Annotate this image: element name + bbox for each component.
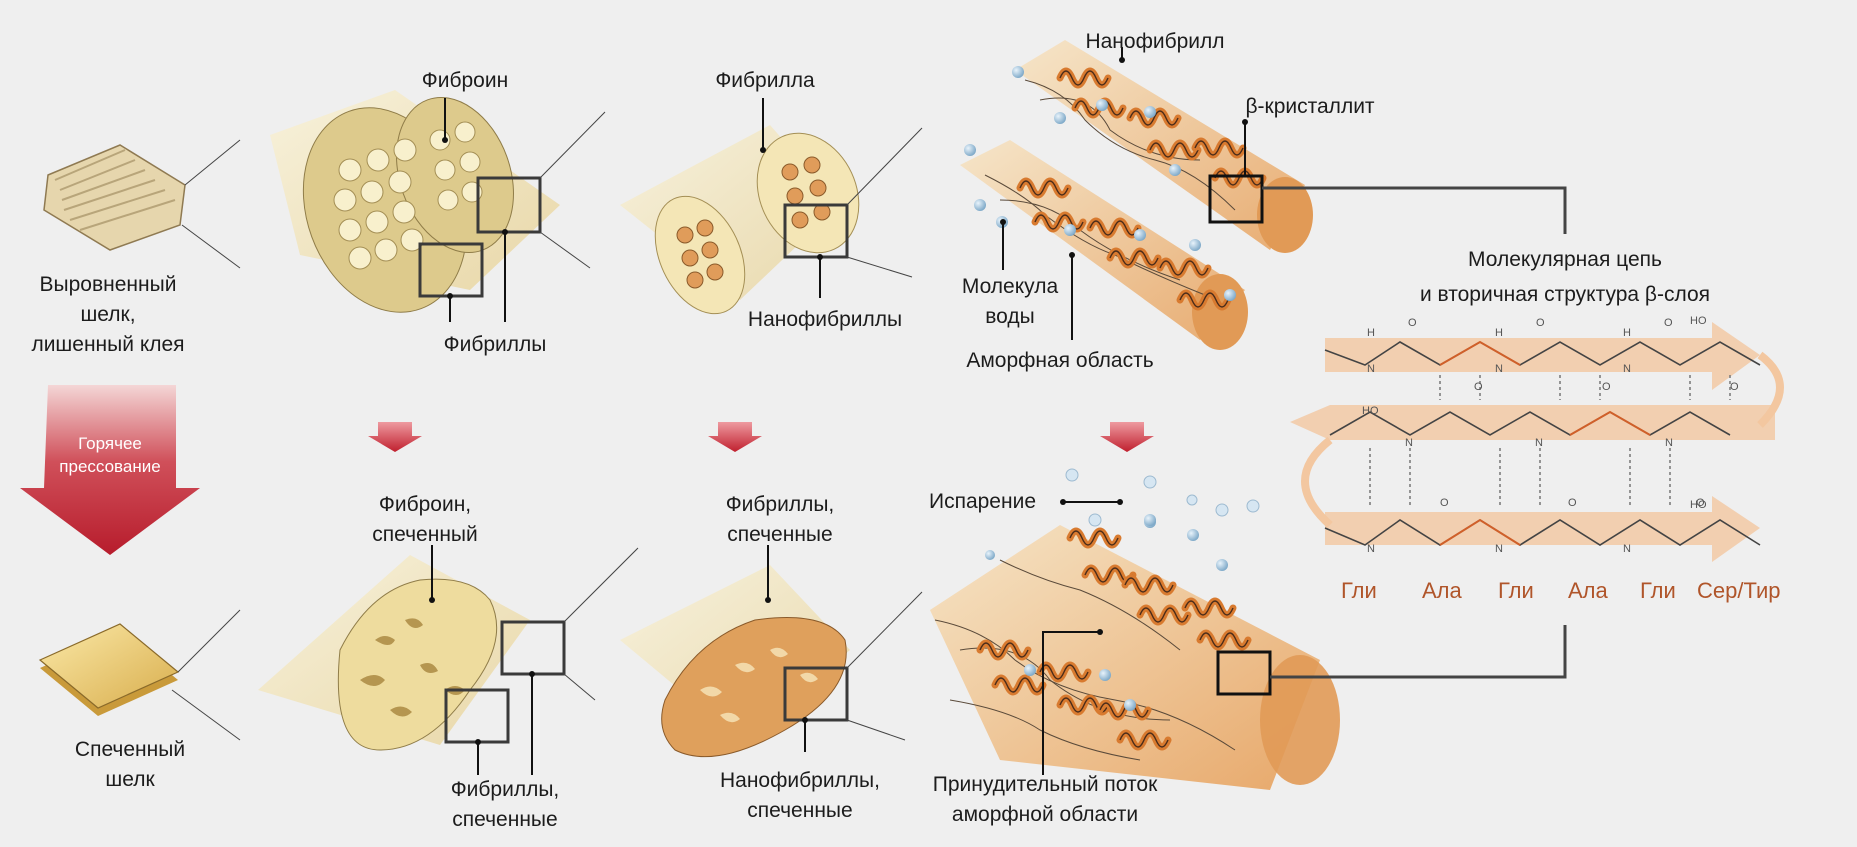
atom-o-4: O [1474,381,1483,393]
atom-n-4: N [1405,437,1413,449]
aligned-silk-label: Выровненный шелк, лишенный клея [31,273,185,356]
residue-ala-1: Ала [1422,578,1462,603]
residue-gly-1: Гли [1341,578,1377,603]
sintered-fibroin [258,545,639,775]
fibroin-label: Фиброин [421,69,509,92]
forced-flow-label: Принудительный поток аморфной области [932,773,1158,826]
fibrilla-label: Фибрилла [715,69,815,92]
sintered-silk-film [38,609,241,741]
process-arrow-1 [368,422,422,452]
atom-ho-1: HO [1690,315,1707,327]
residue-gly-2: Гли [1498,578,1534,603]
fibroin-sintered-label: Фиброин, спеченный [372,493,478,546]
nanofibrils-label: Нанофибриллы [747,308,903,331]
atom-n-2: N [1495,363,1503,375]
hot-pressing-label: Горячее прессование [59,434,161,476]
nanofibrils-sintered-label: Нанофибриллы, спеченные [719,769,880,822]
beta-sheet-diagram: O O O O O O N N N H H H HO HO HO N N N O… [1290,315,1784,562]
nanofibril-label: Нанофибрилл [1085,30,1225,53]
atom-n-7: N [1367,543,1375,555]
atom-h-3: H [1623,327,1631,339]
atom-n-9: N [1623,543,1631,555]
atom-o-7: O [1440,497,1449,509]
fibroin-cross-section [270,90,606,322]
sintered-silk-label: Спеченный шелк [74,738,186,791]
atom-o-5: O [1602,381,1611,393]
sintered-nanofibril [930,468,1567,790]
atom-n-6: N [1665,437,1673,449]
atom-n-5: N [1535,437,1543,449]
atom-h-2: H [1495,327,1503,339]
atom-ho-3: HO [1690,499,1707,511]
atom-o-6: O [1730,381,1739,393]
atom-h-1: H [1367,327,1375,339]
sintered-fibrils [620,545,923,758]
amorphous-region-label: Аморфная область [966,349,1154,372]
molecular-title: Молекулярная цепь и вторичная структура … [1419,248,1711,306]
fibril-cross-section [620,98,923,315]
atom-o-3: O [1664,317,1673,329]
atom-o-2: O [1536,317,1545,329]
atom-o-1: O [1408,317,1417,329]
atom-n-8: N [1495,543,1503,555]
fibrils-label: Фибриллы [443,333,547,356]
hot-pressing-arrow [20,385,200,555]
atom-o-8: O [1568,497,1577,509]
fibrils-sintered-label-a: Фибриллы, спеченные [450,778,560,831]
atom-ho-2: HO [1362,405,1379,417]
evaporation-label: Испарение [928,490,1036,513]
process-arrow-3 [1100,422,1154,452]
atom-n-3: N [1623,363,1631,375]
residue-ala-2: Ала [1568,578,1608,603]
atom-n-1: N [1367,363,1375,375]
fibrils-sintered-label-b: Фибриллы, спеченные [725,493,835,546]
atom-o-9: O [1696,497,1705,509]
residue-ser-tyr: Сер/Тир [1697,578,1781,603]
process-arrow-2 [708,422,762,452]
aligned-silk-bundle [43,139,241,269]
water-molecule-label: Молекула воды [961,275,1059,328]
nanofibril-bundles [960,40,1567,350]
beta-crystallite-label: β-кристаллит [1245,95,1375,118]
residue-gly-3: Гли [1640,578,1676,603]
